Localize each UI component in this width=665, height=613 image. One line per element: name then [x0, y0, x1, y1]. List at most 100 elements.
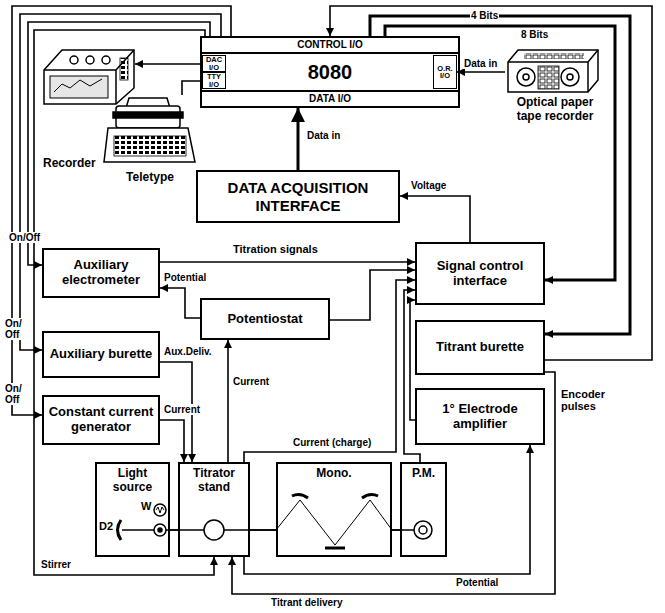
connector-line: [28, 22, 210, 265]
connector-line: [404, 290, 420, 462]
drawing-stroke: [523, 74, 529, 80]
monochromator-box: Mono.: [276, 462, 392, 557]
connector-line: [160, 420, 184, 462]
process-box: Auxiliary electrometer: [42, 248, 160, 298]
signal-label: 8 Bits: [520, 29, 549, 40]
drawing-stroke: [120, 58, 128, 80]
signal-label: On/ Off: [4, 383, 28, 405]
drawing-stroke: [538, 66, 559, 89]
recorder-device: Recorder: [40, 40, 135, 174]
signal-label: Aux.Deliv.: [163, 346, 213, 357]
connector-line: [370, 16, 630, 334]
connector-line: [170, 529, 178, 531]
signal-label: Potential: [455, 577, 499, 588]
process-box: Titrant burette: [415, 320, 545, 375]
signal-label: Data in: [463, 58, 498, 69]
drawing-stroke: [561, 68, 579, 86]
signal-label: On/ Off: [4, 318, 28, 340]
optical-path: [118, 494, 433, 548]
teletype-device: Teletype: [100, 95, 200, 188]
process-box: Auxiliary burette: [42, 331, 160, 378]
signal-label: Potential: [163, 272, 207, 283]
drawing-stroke: [44, 50, 134, 104]
node-label: D2: [99, 520, 113, 533]
drawing-stroke: [114, 136, 186, 156]
connector-line: [227, 340, 229, 462]
node-label: Auxiliary electrometer: [47, 258, 155, 288]
node-label: O.R. I/O: [434, 65, 456, 80]
connector-line: [160, 261, 415, 263]
drawing-stroke: [524, 53, 584, 59]
process-box: Constant current generator: [42, 395, 160, 445]
signal-label: 4 Bits: [470, 10, 499, 21]
connector-line: [160, 288, 200, 318]
drawing-stroke: [154, 524, 166, 536]
signal-label: Data in: [306, 130, 341, 141]
node-label: Light source: [100, 467, 165, 495]
signal-label: Current (charge): [292, 437, 372, 448]
drawing-stroke: [104, 128, 195, 162]
processor-box: CONTROL I/O8080DATA I/ODAC I/OTTY I/OO.R…: [200, 36, 460, 108]
drawing-stroke: [156, 507, 164, 513]
signal-label: Voltage: [410, 180, 447, 191]
drawing-stroke: [325, 547, 345, 550]
connector-line: [392, 529, 400, 531]
signal-group-label: Titration signals: [232, 243, 319, 255]
recorder-illustration: [44, 50, 134, 104]
port-box: TTY I/O: [202, 72, 226, 89]
node-label: Optical paper tape recorder: [508, 96, 602, 124]
connector-line: [20, 14, 221, 350]
drawing-stroke: [392, 529, 414, 531]
connector-line: [400, 196, 470, 242]
connector-line: [250, 529, 276, 531]
teletype-illustration: [104, 98, 195, 162]
drawing-stroke: [362, 494, 378, 498]
node-label: Recorder: [43, 157, 96, 171]
drawing-stroke: [204, 520, 224, 540]
node-label: TTY I/O: [203, 73, 225, 88]
process-box: Signal control interface: [415, 242, 545, 305]
connector-line: [232, 372, 555, 594]
drawing-stroke: [86, 56, 94, 64]
drawing-stroke: [122, 529, 276, 531]
process-box: Potentiostat: [200, 298, 330, 340]
node-label: DAC I/O: [203, 56, 225, 71]
node-label: Auxiliary burette: [50, 347, 153, 362]
connector-line: [457, 71, 505, 73]
signal-label: On/Off: [8, 232, 41, 243]
drawing-stroke: [102, 56, 110, 64]
connector-line: [330, 270, 415, 320]
node-label: P.M.: [412, 467, 435, 481]
node-label: Mono.: [316, 467, 351, 481]
node-label: Titrant burette: [436, 340, 524, 355]
connector-line: [330, 6, 652, 360]
connector-line: [12, 6, 231, 415]
drawing-stroke: [292, 494, 308, 498]
drawing-stroke: [276, 500, 392, 545]
port-box: DAC I/O: [202, 55, 226, 72]
drawing-stroke: [158, 528, 162, 532]
drawing-stroke: [154, 504, 166, 516]
drawing-stroke: [54, 79, 102, 92]
signal-label: Encoder pulses: [560, 388, 617, 412]
connector-line: [135, 63, 202, 65]
drawing-stroke: [508, 50, 598, 92]
signal-label: Current: [232, 376, 270, 387]
connector-line: [182, 81, 202, 95]
titrator-stand-box: Titrator stand: [178, 462, 250, 557]
drawing-stroke: [414, 521, 432, 539]
drawing-stroke: [113, 112, 183, 118]
photomultiplier-box: P.M.: [400, 462, 447, 557]
node-label: CONTROL I/O: [202, 38, 458, 54]
drawing-stroke: [517, 68, 535, 86]
tape-reader-device: Optical paper tape recorder: [505, 45, 605, 127]
process-box: 1° Electrode amplifier: [415, 388, 545, 445]
light-source-box: Light sourceW D2: [95, 462, 170, 557]
drawing-stroke: [70, 56, 78, 64]
drawing-stroke: [44, 50, 134, 104]
drawing-stroke: [508, 50, 598, 92]
connector-line: [244, 445, 530, 574]
node-label: W: [141, 500, 151, 513]
node-label: 8080: [228, 55, 432, 89]
drawing-stroke: [50, 76, 108, 98]
